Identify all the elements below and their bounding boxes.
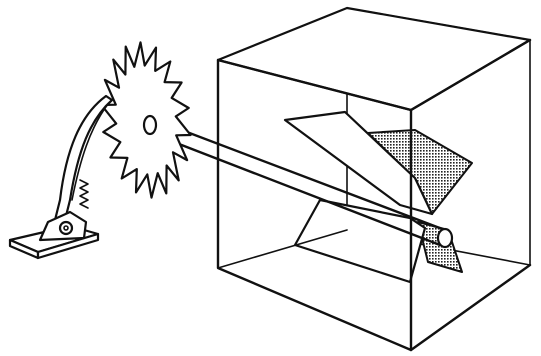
ratchet-gear <box>101 42 190 197</box>
pawl-mechanism <box>10 96 112 258</box>
pawl-pivot <box>60 222 72 234</box>
gear-hub <box>144 116 156 134</box>
axle-end-cap <box>438 229 452 247</box>
pawl-arm <box>52 96 112 232</box>
box-top-face <box>218 8 530 110</box>
pawl-spring <box>80 180 88 208</box>
paddle-front-lower <box>295 200 425 282</box>
